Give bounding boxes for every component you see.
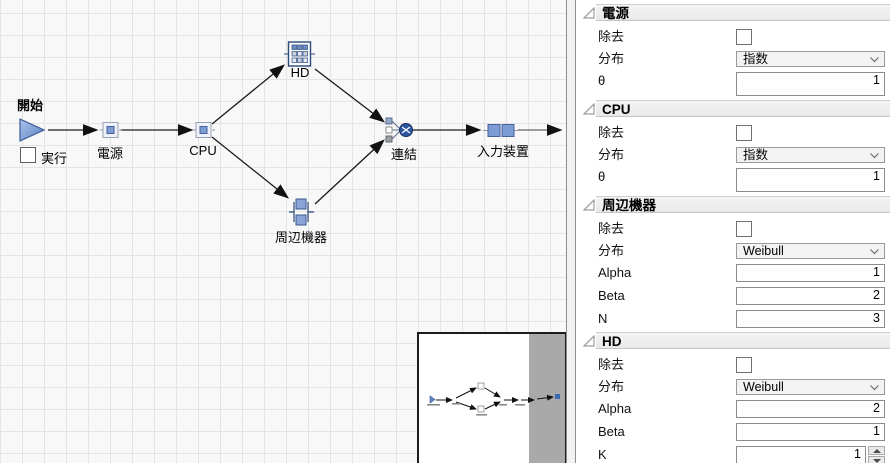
section-power: 電源 除去 分布 指数 θ 1 (576, 4, 890, 96)
remove-label: 除去 (598, 125, 625, 140)
theta-label: θ (598, 169, 606, 184)
remove-checkbox[interactable] (736, 221, 752, 237)
disclosure-triangle-icon[interactable] (583, 7, 595, 19)
distribution-value: Weibull (743, 244, 784, 258)
beta-input[interactable]: 2 (736, 287, 885, 305)
connector-arrows (48, 64, 563, 205)
arrow-up-icon (873, 449, 881, 453)
alpha-label: Alpha (598, 401, 632, 416)
k-input[interactable]: 1 (736, 446, 866, 463)
alpha-input[interactable]: 1 (736, 264, 885, 282)
distribution-label: 分布 (598, 51, 625, 66)
remove-checkbox[interactable] (736, 29, 752, 45)
alpha-input[interactable]: 2 (736, 400, 885, 418)
spinner-down-button[interactable] (868, 456, 885, 463)
remove-checkbox[interactable] (736, 125, 752, 141)
start-triangle-icon[interactable] (19, 118, 46, 143)
k-spinner (868, 446, 885, 463)
diagram-canvas[interactable]: 開始 実行 電源 CPU (0, 0, 567, 463)
parallel-node-icon-peripherals[interactable] (289, 198, 314, 226)
section-header-cpu[interactable]: CPU (596, 100, 890, 117)
minimap-diagram (427, 382, 560, 416)
node-label-junction: 連結 (391, 147, 418, 162)
chevron-down-icon (870, 153, 879, 159)
beta-label: Beta (598, 424, 625, 439)
remove-label: 除去 (598, 357, 625, 372)
disclosure-triangle-icon[interactable] (583, 199, 595, 211)
chevron-down-icon (870, 385, 879, 391)
n-label: N (598, 311, 608, 326)
remove-checkbox[interactable] (736, 357, 752, 373)
n-input[interactable]: 3 (736, 310, 885, 328)
distribution-select[interactable]: Weibull (736, 243, 885, 259)
disclosure-triangle-icon[interactable] (583, 103, 595, 115)
node-label-cpu: CPU (189, 143, 217, 158)
chevron-down-icon (870, 57, 879, 63)
overview-minimap[interactable] (417, 332, 567, 463)
start-label: 開始 (17, 98, 44, 113)
junction-node-icon[interactable] (385, 117, 415, 143)
distribution-label: 分布 (598, 147, 625, 162)
distribution-label: 分布 (598, 379, 625, 394)
node-label-peripherals: 周辺機器 (274, 230, 328, 245)
series-node-icon-power[interactable] (100, 122, 122, 138)
run-checkbox[interactable] (20, 147, 36, 163)
section-peripherals: 周辺機器 除去 分布 Weibull Alpha 1 Beta (576, 196, 890, 328)
section-header-peripherals[interactable]: 周辺機器 (596, 196, 890, 213)
distribution-value: 指数 (743, 148, 769, 162)
kofn-node-icon-hd[interactable] (284, 41, 315, 68)
section-header-hd[interactable]: HD (596, 332, 890, 349)
properties-panel: 電源 除去 分布 指数 θ 1 (576, 0, 890, 463)
chevron-down-icon (870, 249, 879, 255)
series-node-icon-cpu[interactable] (193, 122, 215, 138)
beta-label: Beta (598, 288, 625, 303)
beta-input[interactable]: 1 (736, 423, 885, 441)
distribution-select[interactable]: 指数 (736, 147, 885, 163)
theta-input[interactable]: 1 (736, 168, 885, 192)
theta-label: θ (598, 73, 606, 88)
section-cpu: CPU 除去 分布 指数 θ 1 (576, 100, 890, 192)
node-label-hd: HD (290, 65, 310, 80)
distribution-select[interactable]: 指数 (736, 51, 885, 67)
disclosure-triangle-icon[interactable] (583, 335, 595, 347)
distribution-label: 分布 (598, 243, 625, 258)
distribution-value: Weibull (743, 380, 784, 394)
node-label-power: 電源 (96, 146, 124, 161)
section-header-power[interactable]: 電源 (596, 4, 890, 21)
distribution-value: 指数 (743, 52, 769, 66)
node-label-input-device: 入力装置 (476, 144, 530, 159)
series-node-icon-input-device[interactable] (483, 123, 520, 138)
alpha-label: Alpha (598, 265, 632, 280)
k-label: K (598, 447, 607, 462)
run-checkbox-label: 実行 (41, 151, 68, 166)
theta-input[interactable]: 1 (736, 72, 885, 96)
spinner-up-button[interactable] (868, 446, 885, 455)
section-hd: HD 除去 分布 Weibull Alpha 2 Beta (576, 332, 890, 463)
arrow-down-icon (873, 459, 881, 463)
remove-label: 除去 (598, 221, 625, 236)
remove-label: 除去 (598, 29, 625, 44)
panel-splitter[interactable] (566, 0, 576, 463)
distribution-select[interactable]: Weibull (736, 379, 885, 395)
